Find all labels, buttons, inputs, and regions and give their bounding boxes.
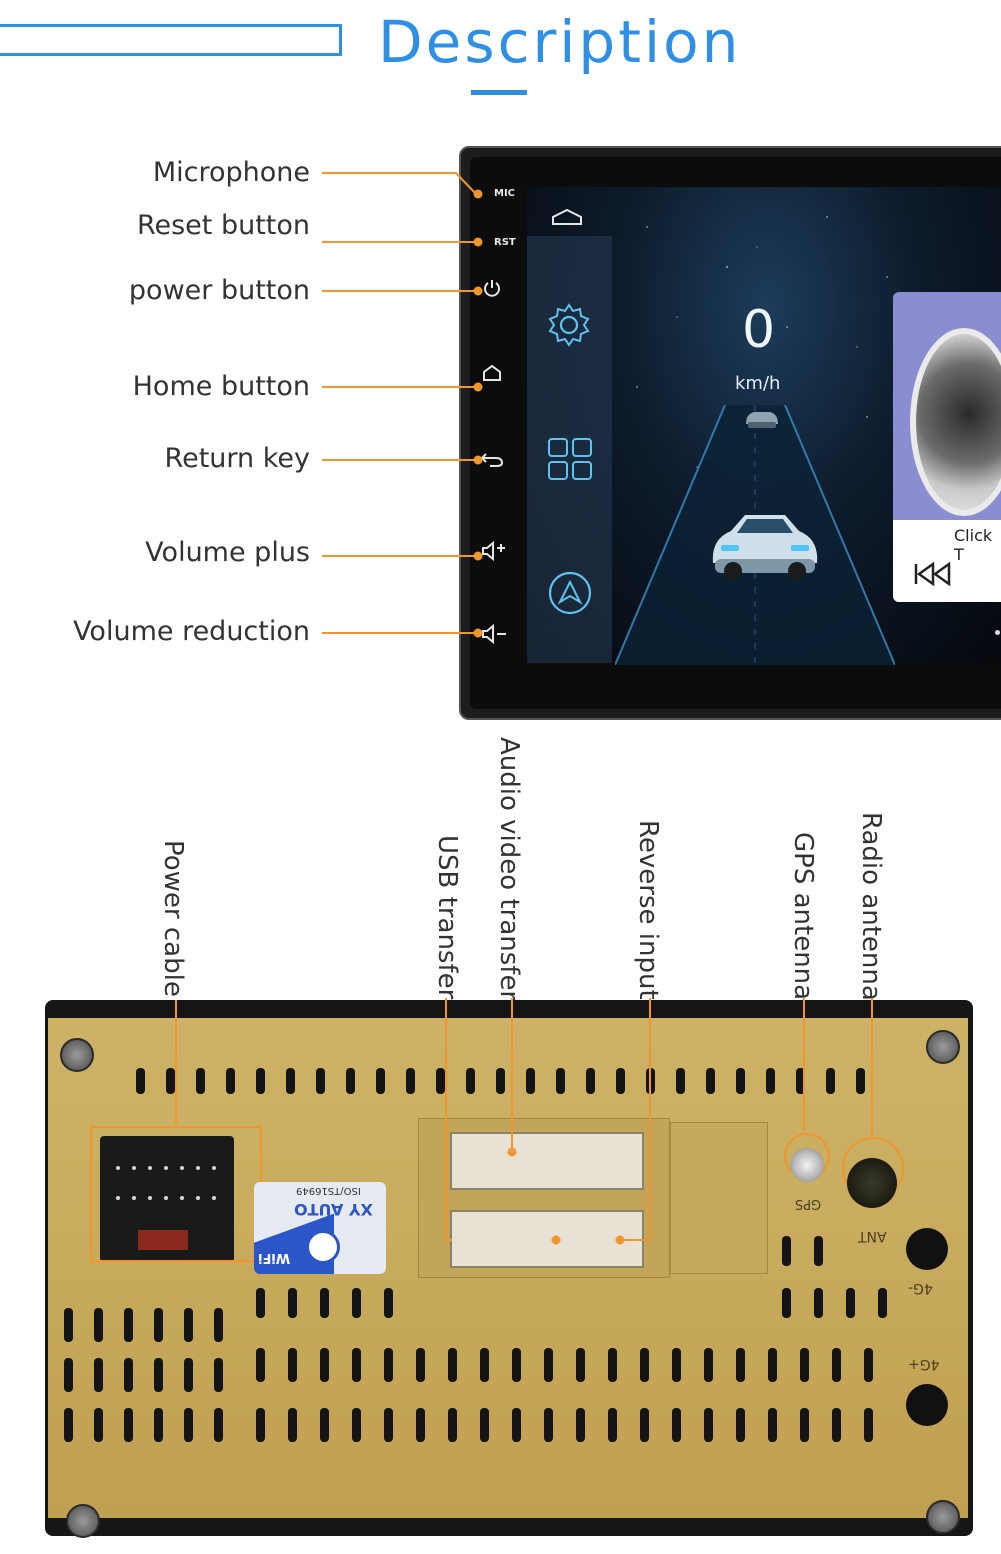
usb-reverse-connectors: [450, 1210, 644, 1268]
brand-x-icon: [306, 1230, 340, 1264]
navigation-icon[interactable]: [547, 570, 593, 616]
header-decor-box: [0, 24, 342, 56]
antenna-port: [847, 1158, 897, 1208]
label-home-button: Home button: [132, 371, 310, 402]
label-power-button: power button: [128, 275, 310, 306]
home-screen-icon[interactable]: [550, 208, 584, 226]
label-volume-plus: Volume plus: [145, 537, 310, 568]
front-callout-lines: [322, 172, 483, 638]
screw-bottom-left: [66, 1504, 100, 1538]
port-4g-minus-label: 4G-: [908, 1280, 933, 1296]
screw-top-right: [926, 1030, 960, 1064]
sticker-wifi: WiFi: [258, 1250, 291, 1265]
brand-sticker: XY AUTO ISO/TS16949 WiFi: [254, 1182, 386, 1274]
volume-up-icon[interactable]: [480, 541, 508, 561]
home-button-icon[interactable]: [481, 364, 503, 382]
label-return-key: Return key: [164, 443, 310, 474]
power-icon[interactable]: [482, 278, 502, 298]
gps-port: [790, 1148, 824, 1182]
port-ant-label: ANT: [858, 1228, 887, 1244]
star-field: [636, 216, 908, 488]
music-card-text: Click T: [954, 526, 993, 564]
far-car-icon: [746, 412, 778, 428]
mic-text: MIC: [494, 188, 516, 199]
port-4g-plus-label: 4G+: [908, 1356, 940, 1372]
volume-down-icon[interactable]: [480, 624, 508, 644]
page-indicator: [995, 630, 1000, 635]
album-art: [910, 328, 1001, 516]
av-connector: [450, 1132, 644, 1190]
label-audio-video-transfer: Audio video transfer: [494, 737, 524, 1002]
back-callout-lines: [175, 998, 904, 1245]
power-connector-pins: [116, 1166, 216, 1250]
settings-gear-icon[interactable]: [546, 302, 592, 348]
label-microphone: Microphone: [152, 157, 310, 188]
label-volume-reduction: Volume reduction: [73, 616, 310, 647]
title-underline: [471, 90, 527, 95]
label-reset-button: Reset button: [136, 210, 310, 241]
speed-unit: km/h: [735, 373, 781, 394]
panel-recess: [670, 1122, 768, 1274]
label-radio-antenna: Radio antenna: [856, 812, 886, 1001]
4g-plus-port: [906, 1384, 948, 1426]
4g-minus-port: [906, 1228, 948, 1270]
label-reverse-input: Reverse input: [633, 820, 663, 1000]
label-power-cable: Power cable: [158, 840, 188, 997]
label-gps-antenna: GPS antenna: [788, 832, 818, 1001]
screw-top-left: [60, 1038, 94, 1072]
music-controls: [893, 520, 1001, 602]
label-usb-transfer: USB transfer: [432, 835, 462, 1000]
car-icon: [712, 515, 818, 580]
speed-value: 0: [742, 300, 776, 360]
page-title: Description: [378, 8, 742, 76]
rewind-icon[interactable]: [913, 561, 953, 587]
apps-grid-icon[interactable]: [547, 437, 593, 481]
screw-bottom-right: [926, 1500, 960, 1534]
port-gps-label: GPS: [795, 1196, 822, 1211]
rst-text: RST: [494, 237, 516, 248]
